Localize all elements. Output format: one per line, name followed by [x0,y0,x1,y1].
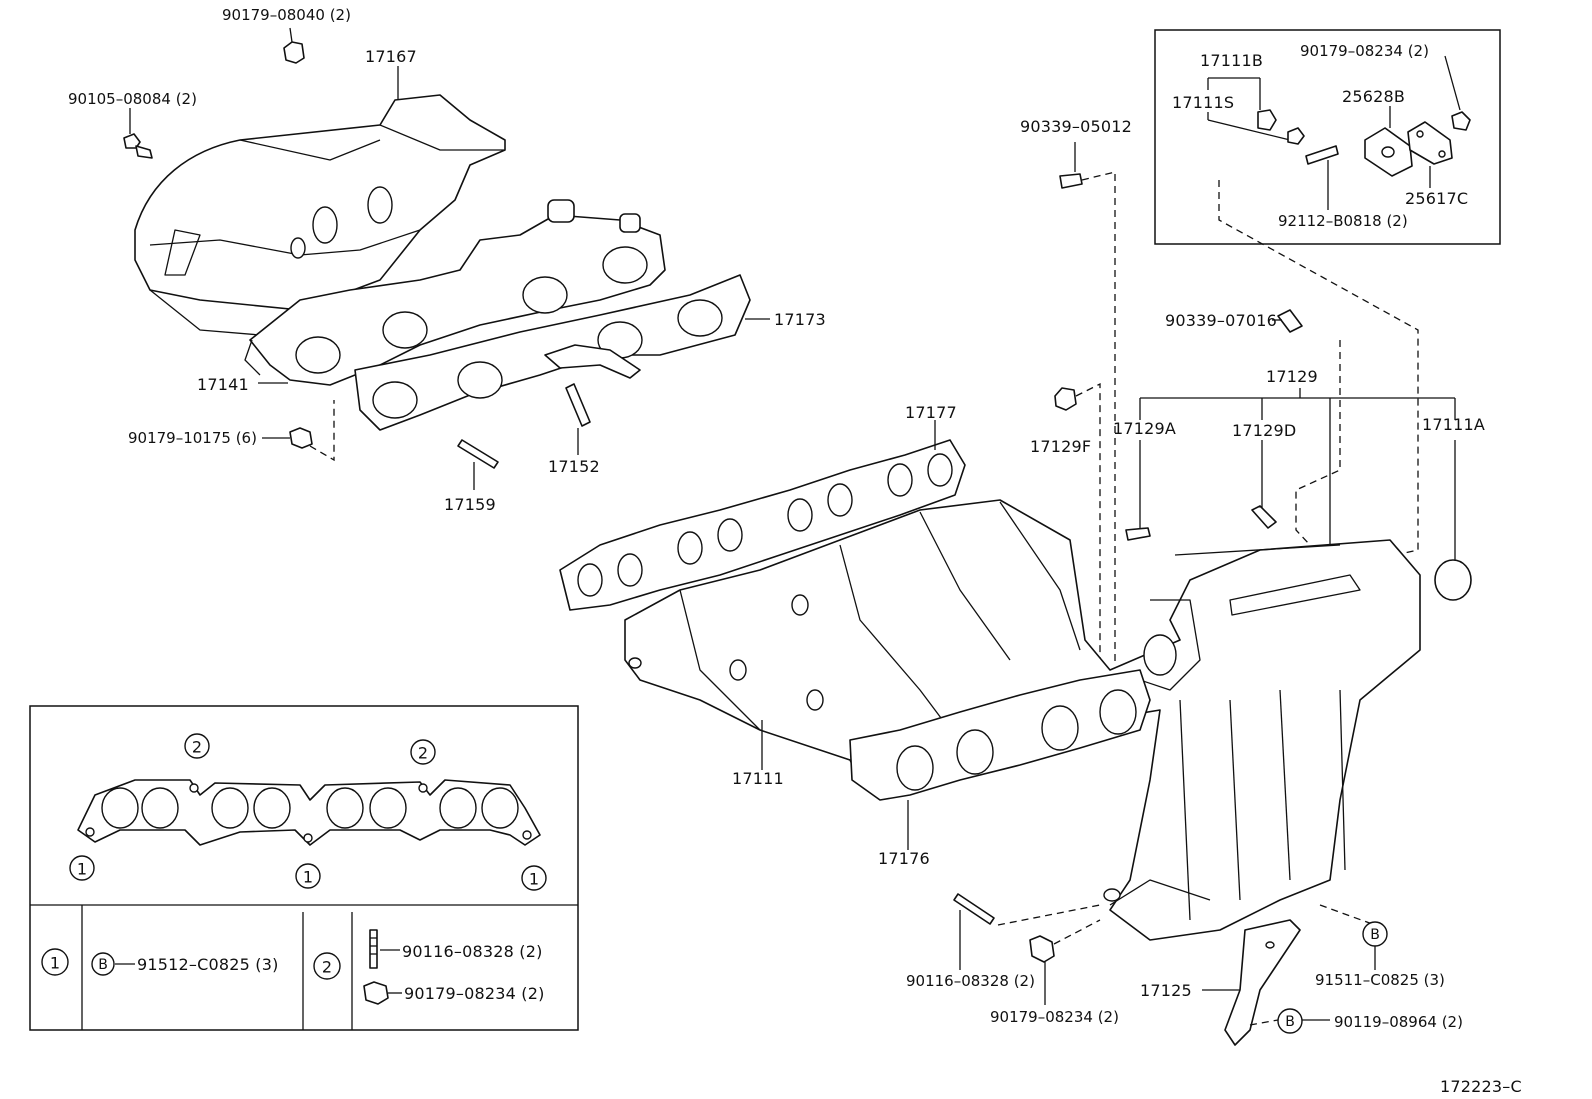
marker-1-right: 1 [521,865,547,891]
label-17173: 17173 [774,310,826,329]
marker-2-left: 2 [184,733,210,759]
label-17111: 17111 [732,769,784,788]
label-17176: 17176 [878,849,930,868]
label-90339-05012: 90339–05012 [1020,117,1132,136]
label-90116-08328: 90116–08328 (2) [906,972,1035,990]
label-25628B: 25628B [1342,87,1405,106]
label-90105-08084: 90105–08084 (2) [68,90,197,108]
marker-B-91511: B [1362,921,1388,947]
inset-box-gasket [29,705,579,1031]
label-inset-90179-08234: 90179–08234 (2) [1300,42,1429,60]
label-17159: 17159 [444,495,496,514]
legend-marker-2: 2 [313,952,341,980]
label-90179-08234: 90179–08234 (2) [990,1008,1119,1026]
label-17129D: 17129D [1232,421,1296,440]
pin-icon [1059,173,1083,189]
label-90339-07016: 90339–07016 [1165,311,1277,330]
label-17129: 17129 [1266,367,1318,386]
label-92112-B0818: 92112–B0818 (2) [1278,212,1408,230]
stud-icon [565,383,591,427]
marker-1-center: 1 [295,863,321,889]
legend-2-part-a: 90116–08328 (2) [402,942,543,961]
label-17167: 17167 [365,47,417,66]
plug-icon [1054,387,1077,411]
label-90179-10175: 90179–10175 (6) [128,429,257,447]
gasket-17176 [849,669,1151,801]
svg-text:B: B [1285,1014,1295,1030]
stud-icon [1305,145,1339,165]
plate-25617C [1407,121,1453,165]
label-17125: 17125 [1140,981,1192,1000]
bracket-17125 [1224,919,1301,1046]
svg-text:1: 1 [50,954,60,973]
label-17129A: 17129A [1113,419,1176,438]
label-17129F: 17129F [1030,437,1091,456]
label-91511-C0825: 91511–C0825 (3) [1315,971,1445,989]
bolt-icon [1257,109,1277,131]
label-17141: 17141 [197,375,249,394]
stud-icon [953,893,995,925]
nut-icon [1451,111,1471,131]
marker-B-90119: B [1277,1008,1303,1034]
intake-manifold-17141 [244,199,666,386]
nut-icon [363,981,389,1005]
marker-1-left: 1 [69,855,95,881]
intake-cover-17167 [134,94,506,336]
label-25617C: 25617C [1405,189,1468,208]
svg-text:1: 1 [529,870,539,889]
plug-icon [1434,559,1472,601]
nut-icon [1029,935,1055,963]
svg-text:2: 2 [192,738,202,757]
inset-box-idle-air [1154,29,1501,245]
gasket-17173 [354,274,751,431]
svg-text:B: B [98,957,108,973]
legend-marker-B-1: B [91,952,115,976]
label-17111B: 17111B [1200,51,1263,70]
svg-text:1: 1 [77,860,87,879]
stud-icon [457,439,499,469]
label-90179-08040: 90179–08040 (2) [222,6,351,24]
legend-marker-1: 1 [41,948,69,976]
legend-2-part-b: 90179–08234 (2) [404,984,545,1003]
gasket-outline [77,779,541,846]
figure-code: 172223–C [1440,1077,1522,1096]
label-17111S: 17111S [1172,93,1234,112]
legend-1-part: 91512–C0825 (3) [137,955,279,974]
stud-icon [369,929,378,969]
nut-icon [289,427,313,449]
nut-icon [283,41,305,64]
svg-text:2: 2 [322,958,332,977]
pin-icon [1277,309,1303,333]
gasket-25628B [1364,127,1413,177]
svg-text:2: 2 [418,744,428,763]
label-90119-08964: 90119–08964 (2) [1334,1013,1463,1031]
svg-text:1: 1 [303,868,313,887]
pin-icon [1251,505,1277,529]
label-17152: 17152 [548,457,600,476]
label-17111A: 17111A [1422,415,1485,434]
nut-icon [1287,127,1305,145]
bolt-icon [123,133,153,159]
label-17177: 17177 [905,403,957,422]
svg-text:B: B [1370,927,1380,943]
pin-icon [1125,527,1151,541]
marker-2-right: 2 [410,739,436,765]
gasket-17177 [559,439,966,611]
